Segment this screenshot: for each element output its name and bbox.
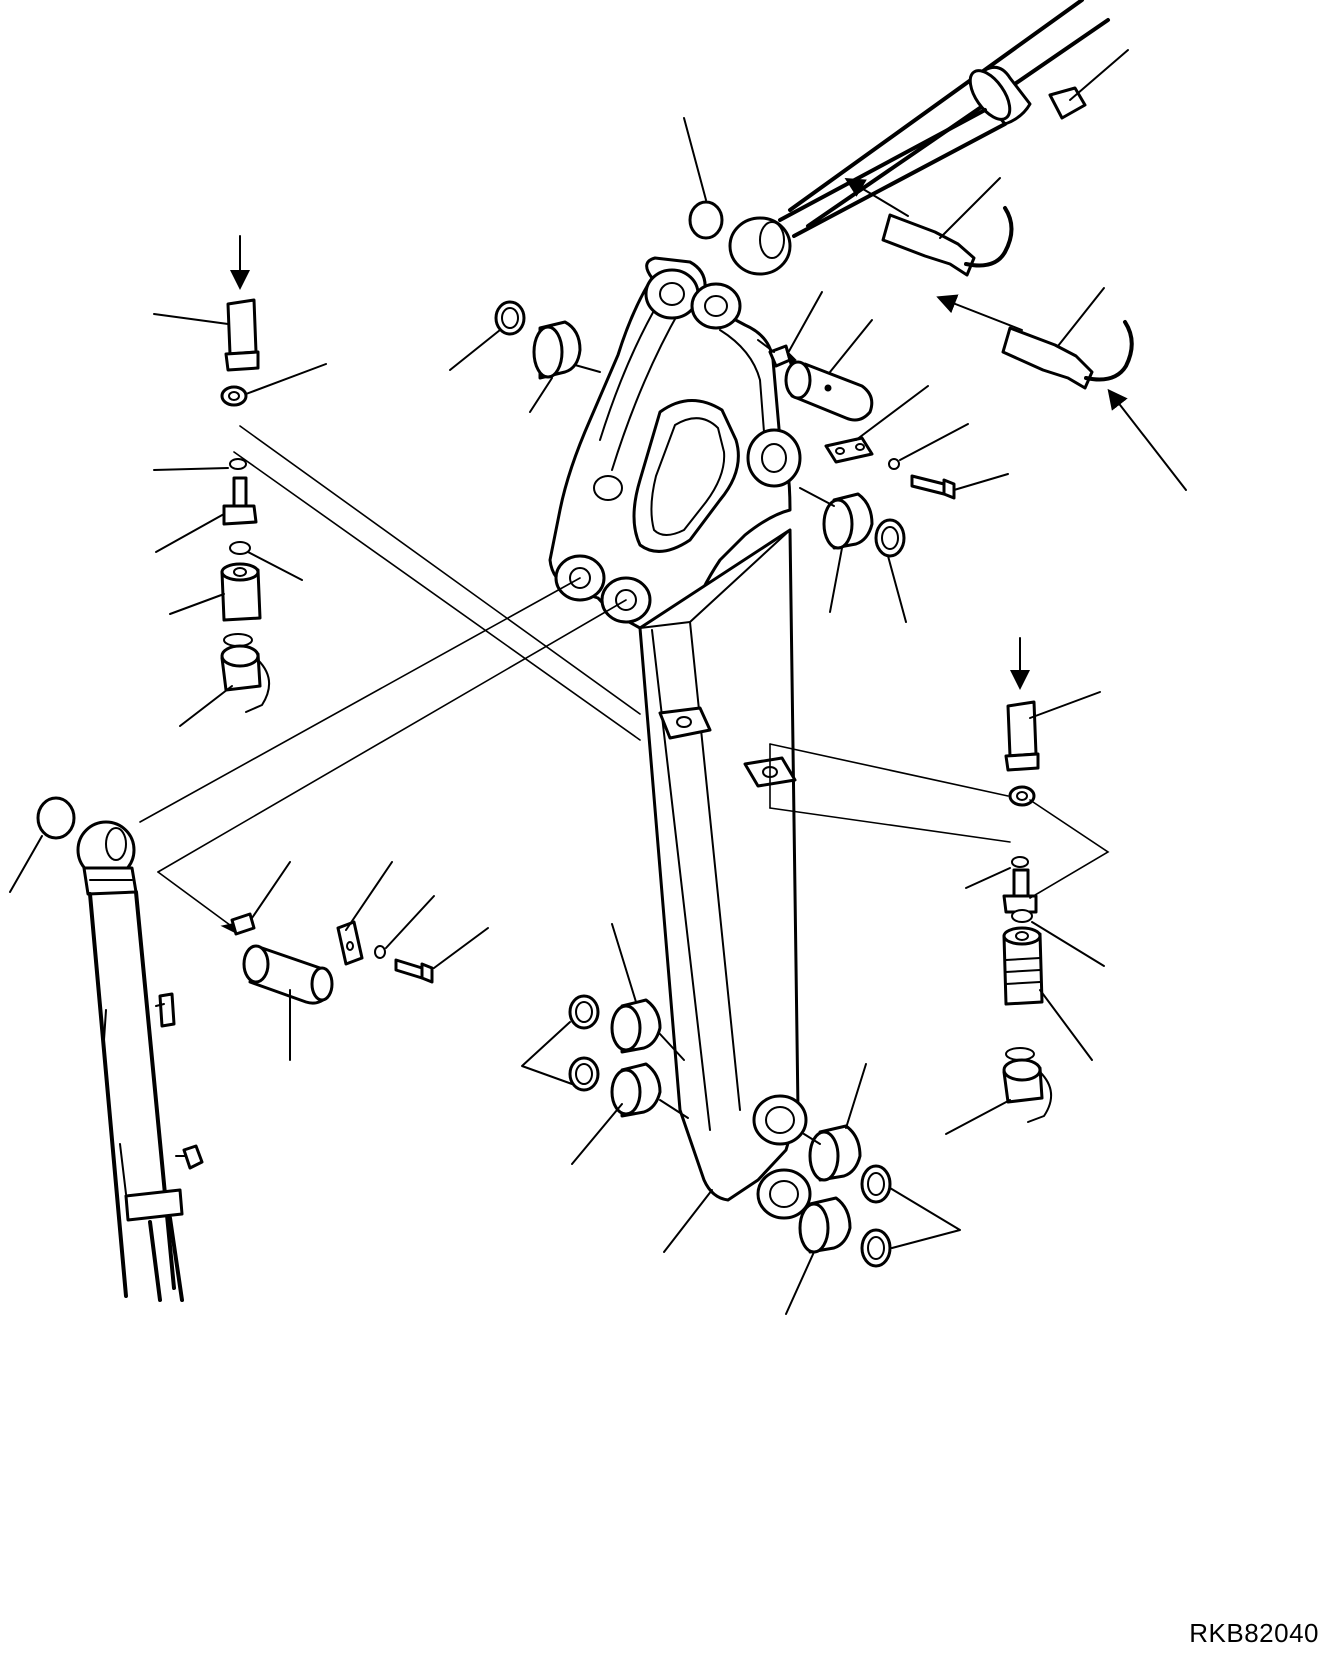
snap-ring-top-right (874, 518, 907, 623)
leader-arm-bottom (663, 1189, 713, 1253)
leader-right-kit-4 (1029, 799, 1110, 899)
pin-lower (242, 944, 334, 1061)
leader-cylinder-2 (157, 599, 627, 873)
bolt-top (910, 473, 1009, 500)
adapter-left (155, 476, 258, 553)
grease-nozzle-right (1004, 637, 1101, 772)
leader-left-kit-2 (233, 451, 641, 741)
leader-cylinder-1 (139, 577, 581, 823)
dust-cap-left (179, 633, 270, 727)
pin-top (784, 319, 874, 422)
leader-left-kit-1 (239, 425, 641, 715)
bushing-lower-right-1 (803, 1063, 867, 1182)
bushing-lower-right-2 (785, 1196, 852, 1315)
arm-cylinder (76, 820, 204, 1302)
o-ring-left-2 (229, 541, 303, 581)
nut-left (220, 363, 327, 407)
adapter-right (1002, 868, 1038, 914)
bushing-top-right (799, 487, 874, 613)
snap-ring-lower-left-2 (568, 1056, 600, 1092)
drawing-code: RKB82040 (1189, 1618, 1319, 1648)
leader-snap-rings-left (521, 1021, 573, 1085)
grease-nozzle-left (153, 235, 260, 372)
leader-snap-rings-right (889, 1187, 961, 1249)
arm-structure (548, 256, 812, 1220)
leader-right-kit-2 (769, 807, 1011, 843)
bolt-lower (394, 927, 489, 984)
lock-plate-lower (336, 861, 393, 966)
hose-fitting-upper (844, 177, 1014, 277)
dust-cap-right (945, 1047, 1052, 1135)
o-ring-left-1 (153, 458, 247, 471)
snap-ring-top-left (449, 300, 526, 371)
snap-ring-lower-left-1 (568, 994, 600, 1030)
snap-ring-lower-right-2 (860, 1228, 892, 1268)
coupler-left (169, 562, 262, 622)
bushing-lower-left-2 (571, 1062, 689, 1165)
lock-washer-lower (374, 895, 435, 959)
boom-cylinder-upper (728, 0, 1129, 276)
leader-cylinder-3 (157, 871, 235, 929)
leader-right-kit-1 (769, 743, 1009, 797)
washer-lower-left (9, 796, 76, 893)
lock-washer-top (888, 423, 969, 470)
o-ring-right-2 (1011, 909, 1105, 967)
hose-fitting-lower (936, 287, 1187, 491)
nut-right (1008, 785, 1036, 807)
grease-fitting-lower (220, 861, 291, 936)
washer-top (683, 117, 724, 240)
coupler-right (1002, 926, 1093, 1061)
lock-plate-top (824, 385, 929, 464)
snap-ring-lower-right-1 (860, 1164, 892, 1204)
bushing-lower-left-1 (610, 923, 685, 1061)
o-ring-right-1 (965, 856, 1029, 889)
bushing-top-left (529, 320, 601, 413)
